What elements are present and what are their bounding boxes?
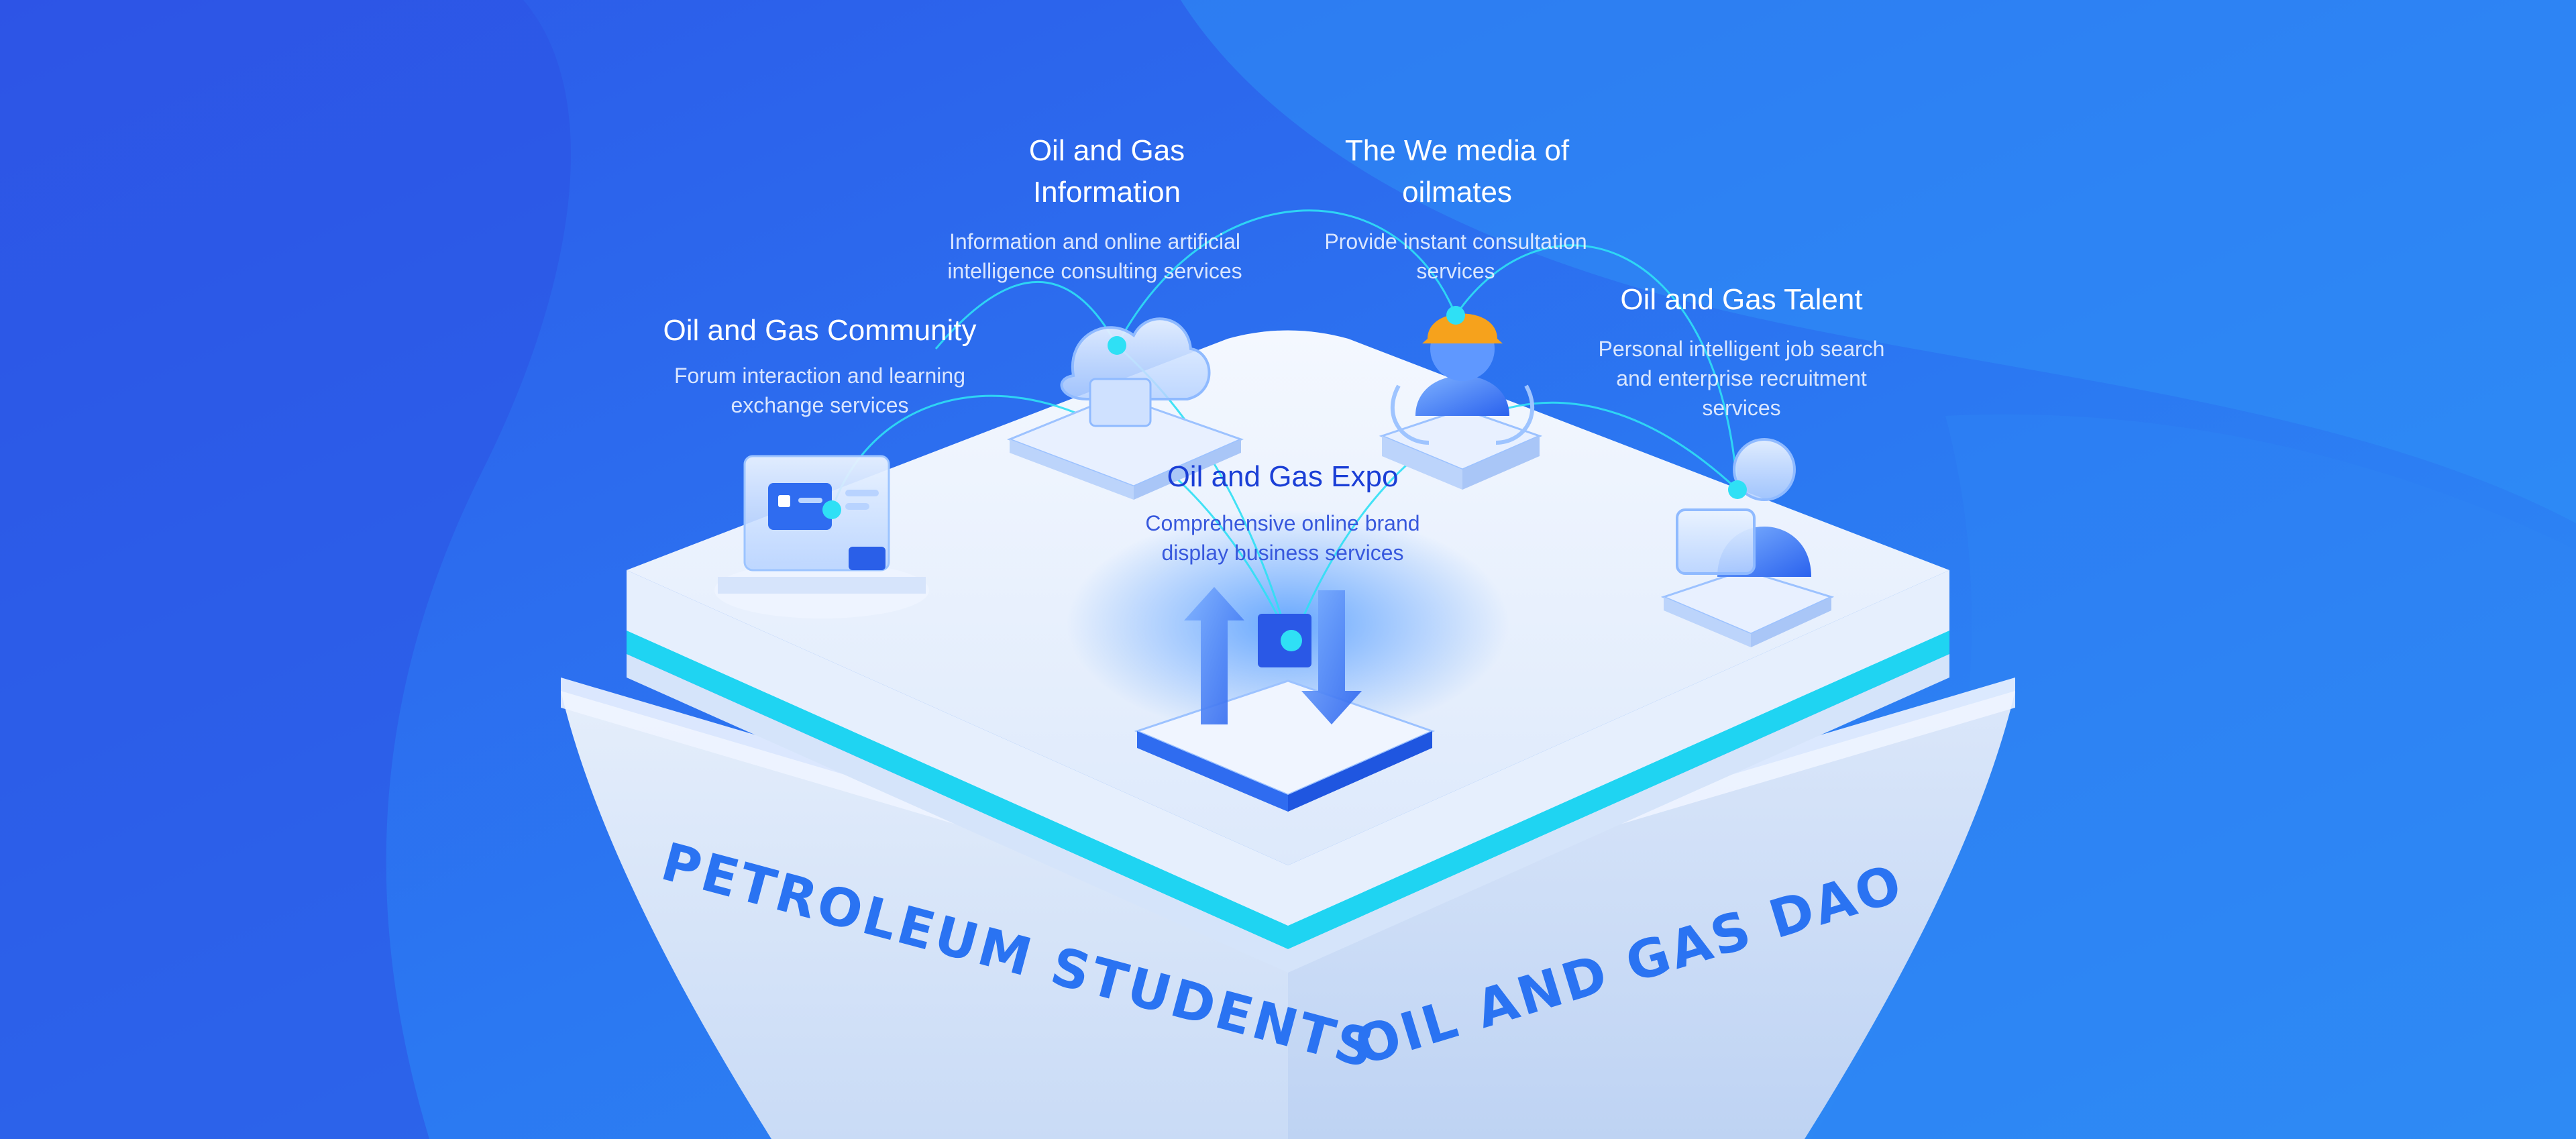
community-desc-line1: Forum interaction and learning: [674, 364, 966, 388]
background-wave-right: [1181, 0, 2576, 523]
arc-wemedia-talent: [1454, 244, 1739, 490]
information-title-line2: Information: [1032, 176, 1181, 209]
community-title: Oil and Gas Community: [663, 314, 977, 347]
expo-title: Oil and Gas Expo: [1167, 460, 1399, 493]
we-media-title-line2: oilmates: [1402, 176, 1512, 209]
talent-title: Oil and Gas Talent: [1620, 283, 1863, 316]
person-resume-icon: [1660, 438, 1835, 647]
funnel-left-face: [561, 691, 1288, 1139]
we-media-desc-line2: services: [1416, 259, 1495, 283]
cloud-document-icon: [1006, 317, 1244, 500]
talent-desc-line3: services: [1702, 396, 1781, 420]
information-desc-line2: intelligence consulting services: [947, 259, 1242, 283]
background-wave-left: [0, 0, 572, 1139]
funnel-right-face: [1288, 691, 2015, 1139]
expo-desc-line2: display business services: [1161, 541, 1404, 565]
talent-desc-line1: Personal intelligent job search: [1598, 337, 1885, 361]
information-title-line1: Oil and Gas: [1028, 134, 1185, 167]
arc-information-expo: [934, 280, 1118, 349]
expo-desc-line1: Comprehensive online brand: [1145, 511, 1420, 535]
we-media-desc-line1: Provide instant consultation: [1324, 229, 1587, 254]
community-desc-line2: exchange services: [731, 393, 909, 417]
worker-helmet-icon: [1379, 306, 1543, 490]
expo-arrows-icon: [1134, 587, 1436, 812]
arc-information-wemedia: [1116, 209, 1457, 346]
arc-community-expo: [830, 394, 1289, 638]
we-media-title-line1: The We media of: [1344, 134, 1570, 167]
forum-screen-icon: [714, 455, 929, 618]
background-wave-bottom-right: [1811, 414, 2576, 1139]
talent-desc-line2: and enterprise recruitment: [1616, 366, 1867, 390]
information-desc-line1: Information and online artificial: [949, 229, 1241, 254]
